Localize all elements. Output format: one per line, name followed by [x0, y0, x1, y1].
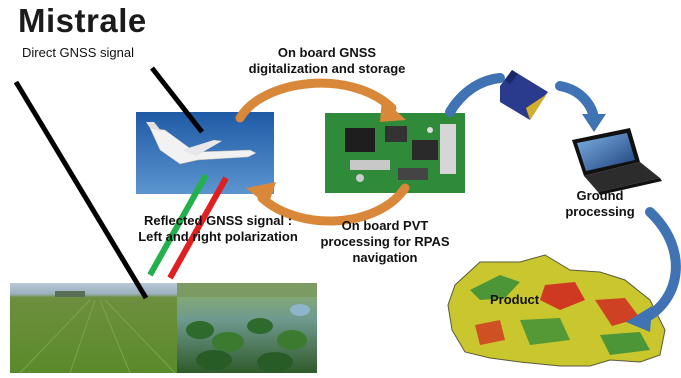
- reflected-signal-red-line: [167, 176, 229, 280]
- pvt-line1: On board PVT: [341, 218, 429, 233]
- direct-signal-line: [13, 80, 149, 300]
- pvt-arrow: [257, 183, 410, 226]
- laptop-to-product-arrow: [640, 207, 681, 323]
- pcb-to-sd-arrow: [445, 73, 505, 117]
- wetland-photo: [177, 283, 317, 373]
- direct-signal-label: Direct GNSS signal: [22, 45, 134, 60]
- onboard-gnss-label: On board GNSS digitalization and storage: [232, 45, 422, 77]
- pvt-line3: navigation: [352, 250, 418, 265]
- pvt-label: On board PVT processing for RPAS navigat…: [300, 218, 470, 266]
- reflected-line2: Left and right polarization: [138, 229, 298, 244]
- direct-signal-to-plane-line: [150, 66, 204, 134]
- laptop-icon: [572, 128, 662, 195]
- ground-line1: Ground: [576, 188, 624, 203]
- product-map: [447, 254, 666, 367]
- page-title: Mistrale: [18, 2, 147, 39]
- pvt-line2: processing for RPAS: [320, 234, 450, 249]
- reflected-line1: Reflected GNSS signal :: [143, 213, 293, 228]
- crop-field-photo: [10, 283, 177, 374]
- reflected-signal-label: Reflected GNSS signal : Left and right p…: [118, 213, 318, 245]
- onboard-gnss-line2: digitalization and storage: [248, 61, 406, 76]
- ground-line2: processing: [565, 204, 635, 219]
- airplane-icon: [146, 122, 257, 165]
- laptop-to-product-arrowhead: [626, 306, 652, 332]
- product-label: Product: [490, 292, 540, 307]
- sd-to-laptop-arrowhead: [582, 114, 606, 132]
- reflected-signal-green-line: [147, 173, 209, 277]
- pvt-arrowhead: [246, 182, 276, 206]
- onboard-gnss-line1: On board GNSS: [277, 45, 377, 60]
- storage-arrowhead: [380, 98, 406, 122]
- pcb-board-image: [325, 113, 465, 193]
- sd-to-laptop-arrow: [555, 81, 599, 123]
- sd-card-icon: [500, 70, 548, 120]
- storage-arrow: [235, 78, 397, 123]
- ground-processing-label: Ground processing: [550, 188, 650, 220]
